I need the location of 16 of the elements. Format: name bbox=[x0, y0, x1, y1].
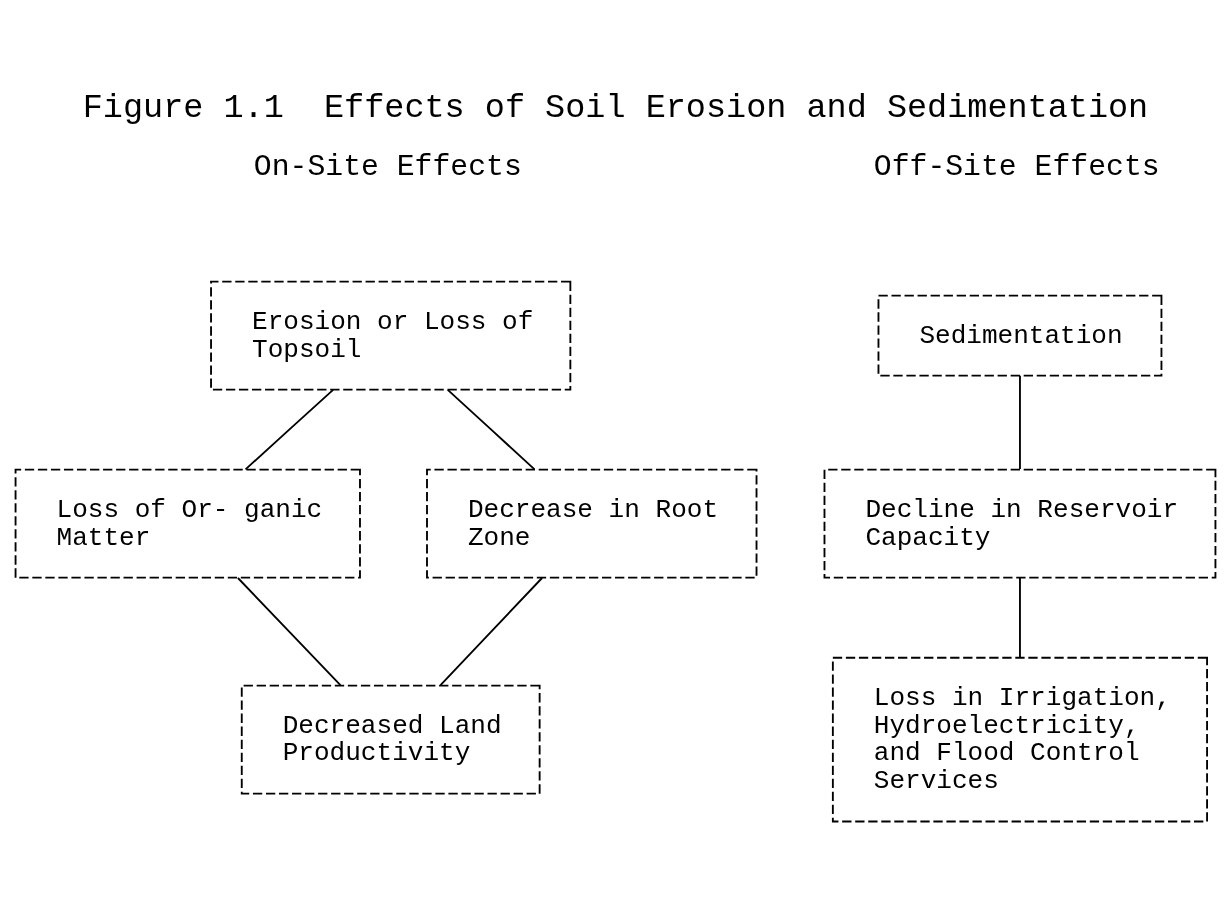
node-box: Erosion or Loss of Topsoil bbox=[210, 280, 572, 391]
node-box: Decline in Reservoir Capacity bbox=[823, 468, 1217, 579]
connector bbox=[446, 388, 536, 470]
node-box: Decrease in Root Zone bbox=[426, 468, 758, 579]
connector bbox=[439, 576, 543, 686]
label: Off-Site Effects bbox=[873, 149, 1160, 184]
node-box: Loss of Or- ganic Matter bbox=[14, 468, 361, 579]
connector bbox=[237, 576, 342, 686]
node-box: Sedimentation bbox=[877, 294, 1163, 377]
connector bbox=[244, 388, 334, 470]
node-box: Decreased Land Productivity bbox=[240, 684, 541, 795]
connector bbox=[1019, 374, 1021, 470]
diagram-title: Figure 1.1 Effects of Soil Erosion and Sedimentation bbox=[82, 88, 1149, 127]
node-box: Loss in Irrigation, Hydroelectricity, and Flood Control Services bbox=[831, 656, 1208, 822]
label: On-Site Effects bbox=[253, 149, 522, 184]
connector bbox=[1019, 576, 1021, 658]
